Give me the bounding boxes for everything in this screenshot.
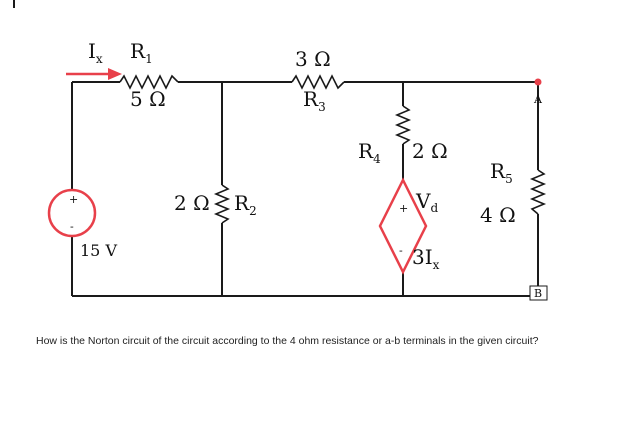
r2-value: 2 Ω — [174, 191, 210, 215]
source-value: 15 V — [80, 241, 117, 260]
source-plus: + — [69, 193, 78, 206]
r3-name: R3 — [303, 87, 326, 114]
r5-name: R5 — [490, 159, 513, 186]
r5-resistor — [529, 169, 547, 215]
source-minus: - — [70, 220, 74, 233]
dep-source-value: 3Ix — [412, 245, 440, 272]
dep-source-label: Vd — [415, 189, 438, 215]
terminal-a-dot — [534, 78, 542, 86]
r3-value: 3 Ω — [295, 47, 331, 71]
dependent-source: + - — [378, 177, 428, 275]
r2-name: R2 — [234, 191, 257, 218]
r1-name: R1 — [130, 39, 153, 66]
dep-source-plus: + — [399, 202, 408, 215]
r2-resistor — [213, 184, 231, 224]
current-arrow — [66, 68, 122, 80]
current-label: Ix — [88, 39, 103, 66]
terminal-a-label: A — [533, 93, 543, 106]
terminal-b-label: B — [534, 287, 542, 300]
r1-resistor — [119, 74, 179, 90]
r5-value: 4 Ω — [480, 203, 516, 227]
question-text: How is the Norton circuit of the circuit… — [36, 335, 539, 347]
voltage-source: + - — [47, 188, 97, 238]
r3-resistor — [291, 74, 345, 90]
r4-name: R4 — [358, 139, 381, 166]
r1-value: 5 Ω — [130, 87, 166, 111]
dep-source-minus: - — [399, 244, 403, 257]
terminal-b-box — [529, 285, 548, 301]
r4-resistor — [394, 105, 412, 145]
wires — [71, 81, 539, 297]
r4-value: 2 Ω — [412, 139, 448, 163]
